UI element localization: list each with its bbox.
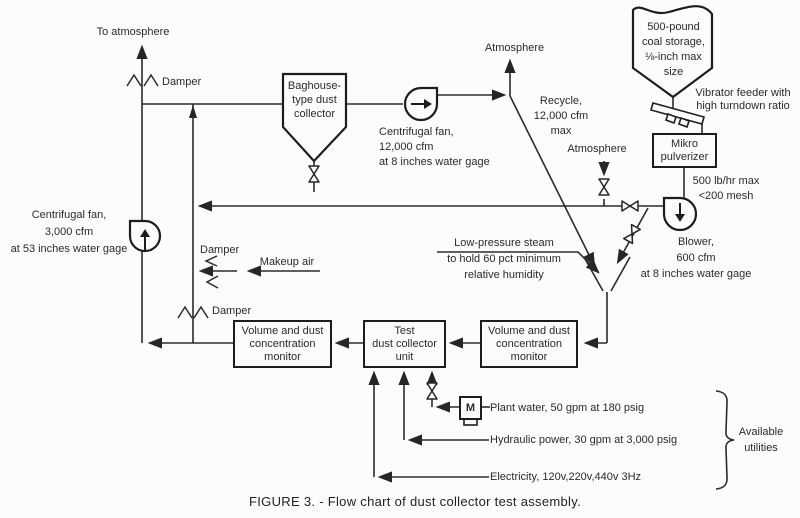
feed-rate-label: 500 lb/hr max <200 mesh bbox=[692, 175, 760, 202]
valve-plant-water-icon bbox=[426, 382, 438, 400]
fan-left-label: Centrifugal fan, 3,000 cfm at 53 inches … bbox=[10, 209, 128, 255]
blower-icon bbox=[662, 196, 698, 232]
damper-makeup-label: Damper bbox=[200, 244, 240, 256]
up-arrow-junction bbox=[189, 105, 197, 118]
vibrator-feeder-icon bbox=[650, 102, 705, 129]
test-unit-box: Test dust collector unit bbox=[363, 320, 446, 368]
available-utilities-label: Available utilities bbox=[738, 426, 784, 454]
monitor-right-box: Volume and dust concentration monitor bbox=[480, 320, 578, 368]
pipe-steam bbox=[437, 251, 600, 274]
electricity-label: Electricity, 120v,220v,440v 3Hz bbox=[490, 471, 642, 483]
damper-top-icon bbox=[126, 73, 159, 87]
centrifugal-fan-left-icon bbox=[128, 219, 162, 253]
to-atmosphere-text: To atmosphere bbox=[96, 26, 170, 38]
damper-makeup-icon bbox=[204, 255, 219, 289]
to-atmosphere-label: To atmosphere bbox=[90, 25, 176, 40]
atmosphere-out-label: Atmosphere bbox=[484, 42, 545, 54]
mikro-pulverizer-box: Mikro pulverizer bbox=[652, 133, 717, 168]
damper-return-label: Damper bbox=[212, 305, 252, 317]
valve-atmosphere-in-icon bbox=[598, 178, 610, 196]
funnel-icon bbox=[583, 256, 631, 292]
recycle-label: Recycle, 12,000 cfm max bbox=[533, 95, 589, 137]
figure-caption: FIGURE 3. - Flow chart of dust collector… bbox=[249, 494, 581, 509]
plant-water-label: Plant water, 50 gpm at 180 psig bbox=[490, 402, 645, 414]
motor-box: M bbox=[459, 396, 482, 420]
coal-storage-label: 500-pound coal storage, ⅛-inch max size bbox=[642, 21, 705, 78]
valve-branch-icon bbox=[622, 223, 642, 245]
pipe-blower-branch bbox=[616, 207, 649, 265]
damper-top-label: Damper bbox=[162, 76, 202, 88]
monitor-left-box: Volume and dust concentration monitor bbox=[233, 320, 332, 368]
baghouse-label: Baghouse- type dust collector bbox=[287, 80, 342, 120]
pipe-recycle bbox=[509, 95, 596, 268]
fan-top-label: Centrifugal fan, 12,000 cfm at 8 inches … bbox=[379, 126, 490, 168]
valve-blower-line-icon bbox=[621, 200, 639, 212]
hydraulic-power-label: Hydraulic power, 30 gpm at 3,000 psig bbox=[490, 434, 678, 446]
makeup-air-label: Makeup air bbox=[259, 256, 315, 268]
damper-return-icon bbox=[177, 305, 209, 319]
coal-sack-outline bbox=[631, 5, 714, 99]
pipe-lines bbox=[136, 44, 703, 483]
valve-baghouse-drain-icon bbox=[308, 165, 320, 183]
centrifugal-fan-top-icon bbox=[403, 86, 439, 122]
motor-label: M bbox=[465, 402, 476, 414]
vibrator-feeder-label: Vibrator feeder with high turndown ratio bbox=[695, 87, 791, 112]
blower-label: Blower, 600 cfm at 8 inches water gage bbox=[640, 236, 752, 280]
atmosphere-in-label: Atmosphere bbox=[567, 143, 627, 155]
utilities-brace bbox=[715, 390, 735, 490]
baghouse-hopper-outline bbox=[281, 72, 348, 163]
steam-label: Low-pressure steam to hold 60 pct minimu… bbox=[447, 237, 561, 281]
